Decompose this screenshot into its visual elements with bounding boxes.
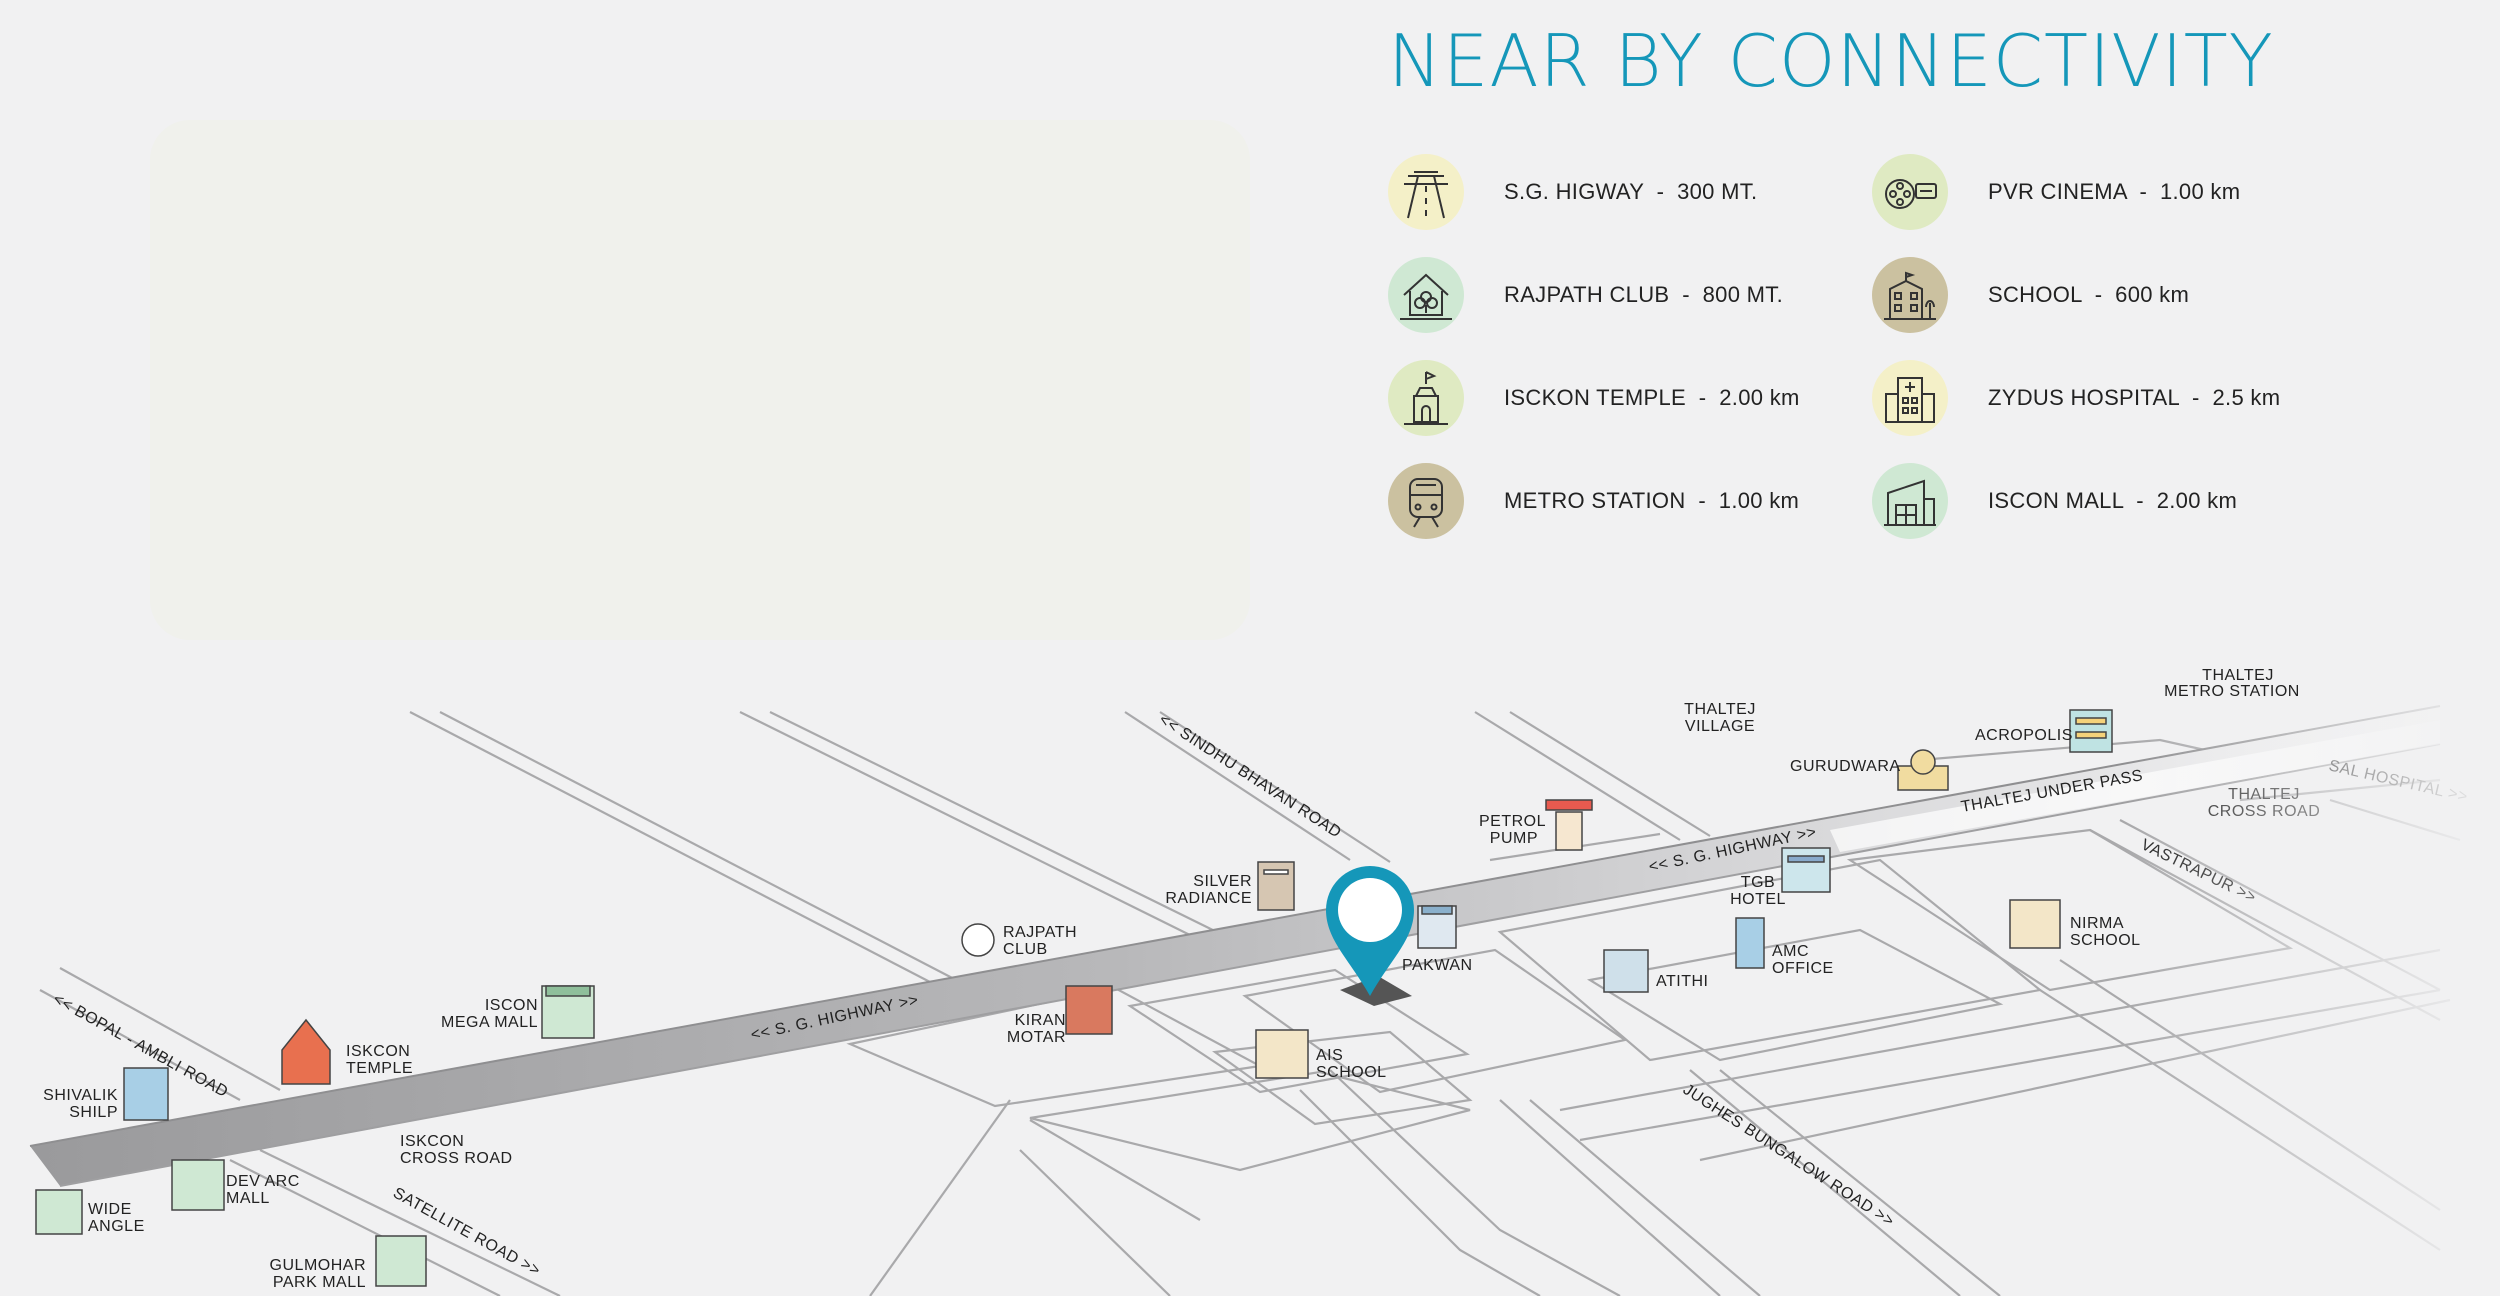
club-icon [1388, 257, 1464, 333]
connectivity-item-school: SCHOOL - 600 km [1872, 255, 2189, 335]
connectivity-label: S.G. HIGWAY - 300 MT. [1504, 179, 1758, 204]
connectivity-label: METRO STATION - 1.00 km [1504, 488, 1800, 513]
connectivity-item-club: RAJPATH CLUB - 800 MT. [1388, 255, 1783, 335]
road-label: VASTRAPUR >> [2138, 836, 2258, 906]
dev-arc-mall-icon [171, 1159, 225, 1211]
place-label: ACROPOLIS [1975, 727, 2073, 744]
iscon-mega-mall-icon [541, 985, 595, 1039]
tgb-hotel-icon [1781, 847, 1831, 893]
kiran-motar-icon [1065, 985, 1113, 1035]
place-label: PAKWAN [1402, 957, 1473, 974]
page-title: NEAR BY CONNECTIVITY [1388, 19, 2274, 103]
connectivity-item-metro: METRO STATION - 1.00 km [1388, 461, 1799, 541]
shivalik-shilp-icon [123, 1067, 169, 1121]
background-watermark [150, 120, 1250, 640]
mall-icon [1872, 463, 1948, 539]
pakwan-icon [1417, 905, 1457, 949]
hospital-icon [1872, 360, 1948, 436]
connectivity-item-temple: ISCKON TEMPLE - 2.00 km [1388, 358, 1800, 438]
road-label: << SINDHU BHAVAN ROAD [1156, 711, 1344, 842]
iskcon-temple-icon [281, 1018, 331, 1085]
metro-icon [1388, 463, 1464, 539]
place-label: ATITHI [1656, 973, 1708, 990]
connectivity-item-mall: ISCON MALL - 2.00 km [1872, 461, 2237, 541]
nirma-school-icon [2009, 899, 2061, 949]
connectivity-item-cinema: PVR CINEMA - 1.00 km [1872, 152, 2240, 232]
connectivity-label: ZYDUS HOSPITAL - 2.5 km [1988, 385, 2281, 410]
place-label: GURUDWARA [1790, 758, 1901, 775]
silver-radiance-icon [1257, 861, 1295, 911]
road-label: SAL HOSPITAL >> [2327, 757, 2469, 806]
connectivity-label: ISCON MALL - 2.00 km [1988, 488, 2238, 513]
gulmohar-park-mall-icon [375, 1235, 427, 1287]
metro-station-building-icon [2069, 709, 2113, 753]
connectivity-label: RAJPATH CLUB - 800 MT. [1504, 282, 1783, 307]
cinema-icon [1872, 154, 1948, 230]
gurudwara-icon [1897, 749, 1949, 791]
atithi-icon [1603, 949, 1649, 993]
wide-angle-icon [35, 1189, 83, 1235]
connectivity-label: ISCKON TEMPLE - 2.00 km [1504, 385, 1800, 410]
connectivity-label: PVR CINEMA - 1.00 km [1988, 179, 2241, 204]
ais-school-icon [1255, 1029, 1309, 1079]
building-icons [35, 709, 2113, 1287]
rajpath-club-icon [961, 923, 995, 957]
connectivity-label: SCHOOL - 600 km [1988, 282, 2190, 307]
connectivity-item-hospital: ZYDUS HOSPITAL - 2.5 km [1872, 358, 2280, 438]
school-icon [1872, 257, 1948, 333]
temple-icon [1388, 360, 1464, 436]
location-pin-icon [1326, 866, 1414, 1006]
highway-icon [1388, 154, 1464, 230]
amc-office-icon [1735, 917, 1765, 969]
petrol-pump-icon [1545, 799, 1593, 851]
connectivity-item-highway: S.G. HIGWAY - 300 MT. [1388, 152, 1757, 232]
